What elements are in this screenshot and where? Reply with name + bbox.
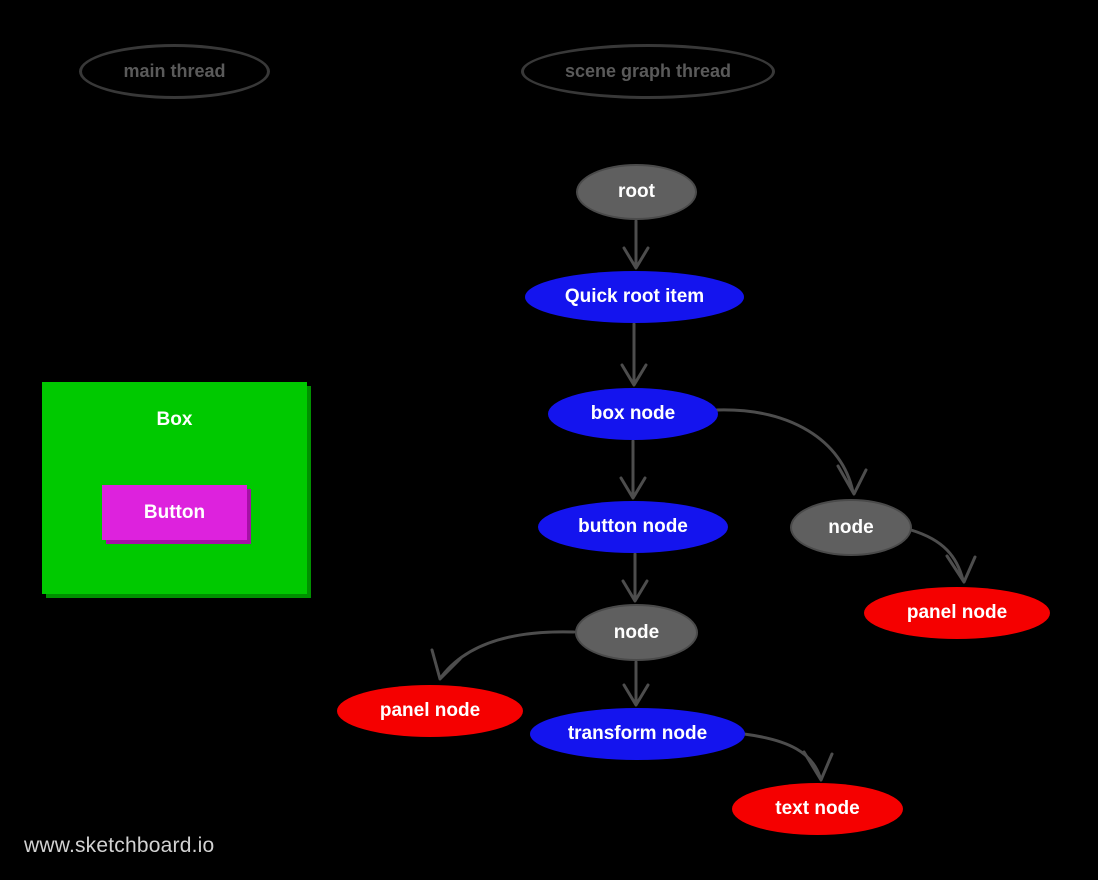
edge-node-middle-to-transform-node: [622, 660, 650, 707]
node-text-node[interactable]: text node: [732, 783, 903, 835]
thread-label-text: main thread: [123, 61, 226, 81]
node-node-right[interactable]: node: [790, 499, 912, 556]
node-label: root: [618, 181, 655, 203]
node-label: panel node: [379, 700, 481, 722]
node-root[interactable]: root: [576, 164, 697, 220]
edge-box-node-to-button-node: [619, 439, 647, 500]
thread-label-main-thread: main thread: [79, 44, 270, 99]
thread-label-scene-graph-thread: scene graph thread: [521, 44, 775, 99]
node-label: box node: [590, 403, 676, 425]
node-label: text node: [775, 798, 860, 820]
node-box-node[interactable]: box node: [548, 388, 718, 440]
ui-button[interactable]: Button: [102, 485, 247, 540]
node-node-middle[interactable]: node: [575, 604, 698, 661]
edge-node-right-to-panel-node-right: [909, 528, 977, 584]
node-label: node: [613, 621, 660, 643]
node-label: panel node: [906, 602, 1008, 624]
ui-button-label: Button: [143, 501, 206, 523]
node-label: button node: [578, 516, 688, 538]
edge-transform-node-to-text-node: [742, 732, 834, 782]
node-transform-node[interactable]: transform node: [530, 708, 745, 760]
node-quick-root-item[interactable]: Quick root item: [525, 271, 744, 323]
ui-box-label: Box: [156, 409, 193, 430]
edge-node-middle-to-panel-node-left: [430, 630, 576, 681]
node-label: node: [828, 516, 874, 538]
watermark: www.sketchboard.io: [24, 834, 215, 857]
node-panel-node-right[interactable]: panel node: [864, 587, 1050, 639]
edge-quick-root-item-to-box-node: [620, 322, 648, 387]
edge-box-node-to-node-right: [715, 408, 868, 496]
edge-root-to-quick-root-item: [622, 219, 650, 270]
node-button-node[interactable]: button node: [538, 501, 728, 553]
edge-button-node-to-node-middle: [621, 552, 649, 603]
node-label: Quick root item: [564, 286, 705, 308]
node-panel-node-left[interactable]: panel node: [337, 685, 523, 737]
node-label: transform node: [567, 723, 708, 745]
thread-label-text: scene graph thread: [564, 61, 732, 81]
